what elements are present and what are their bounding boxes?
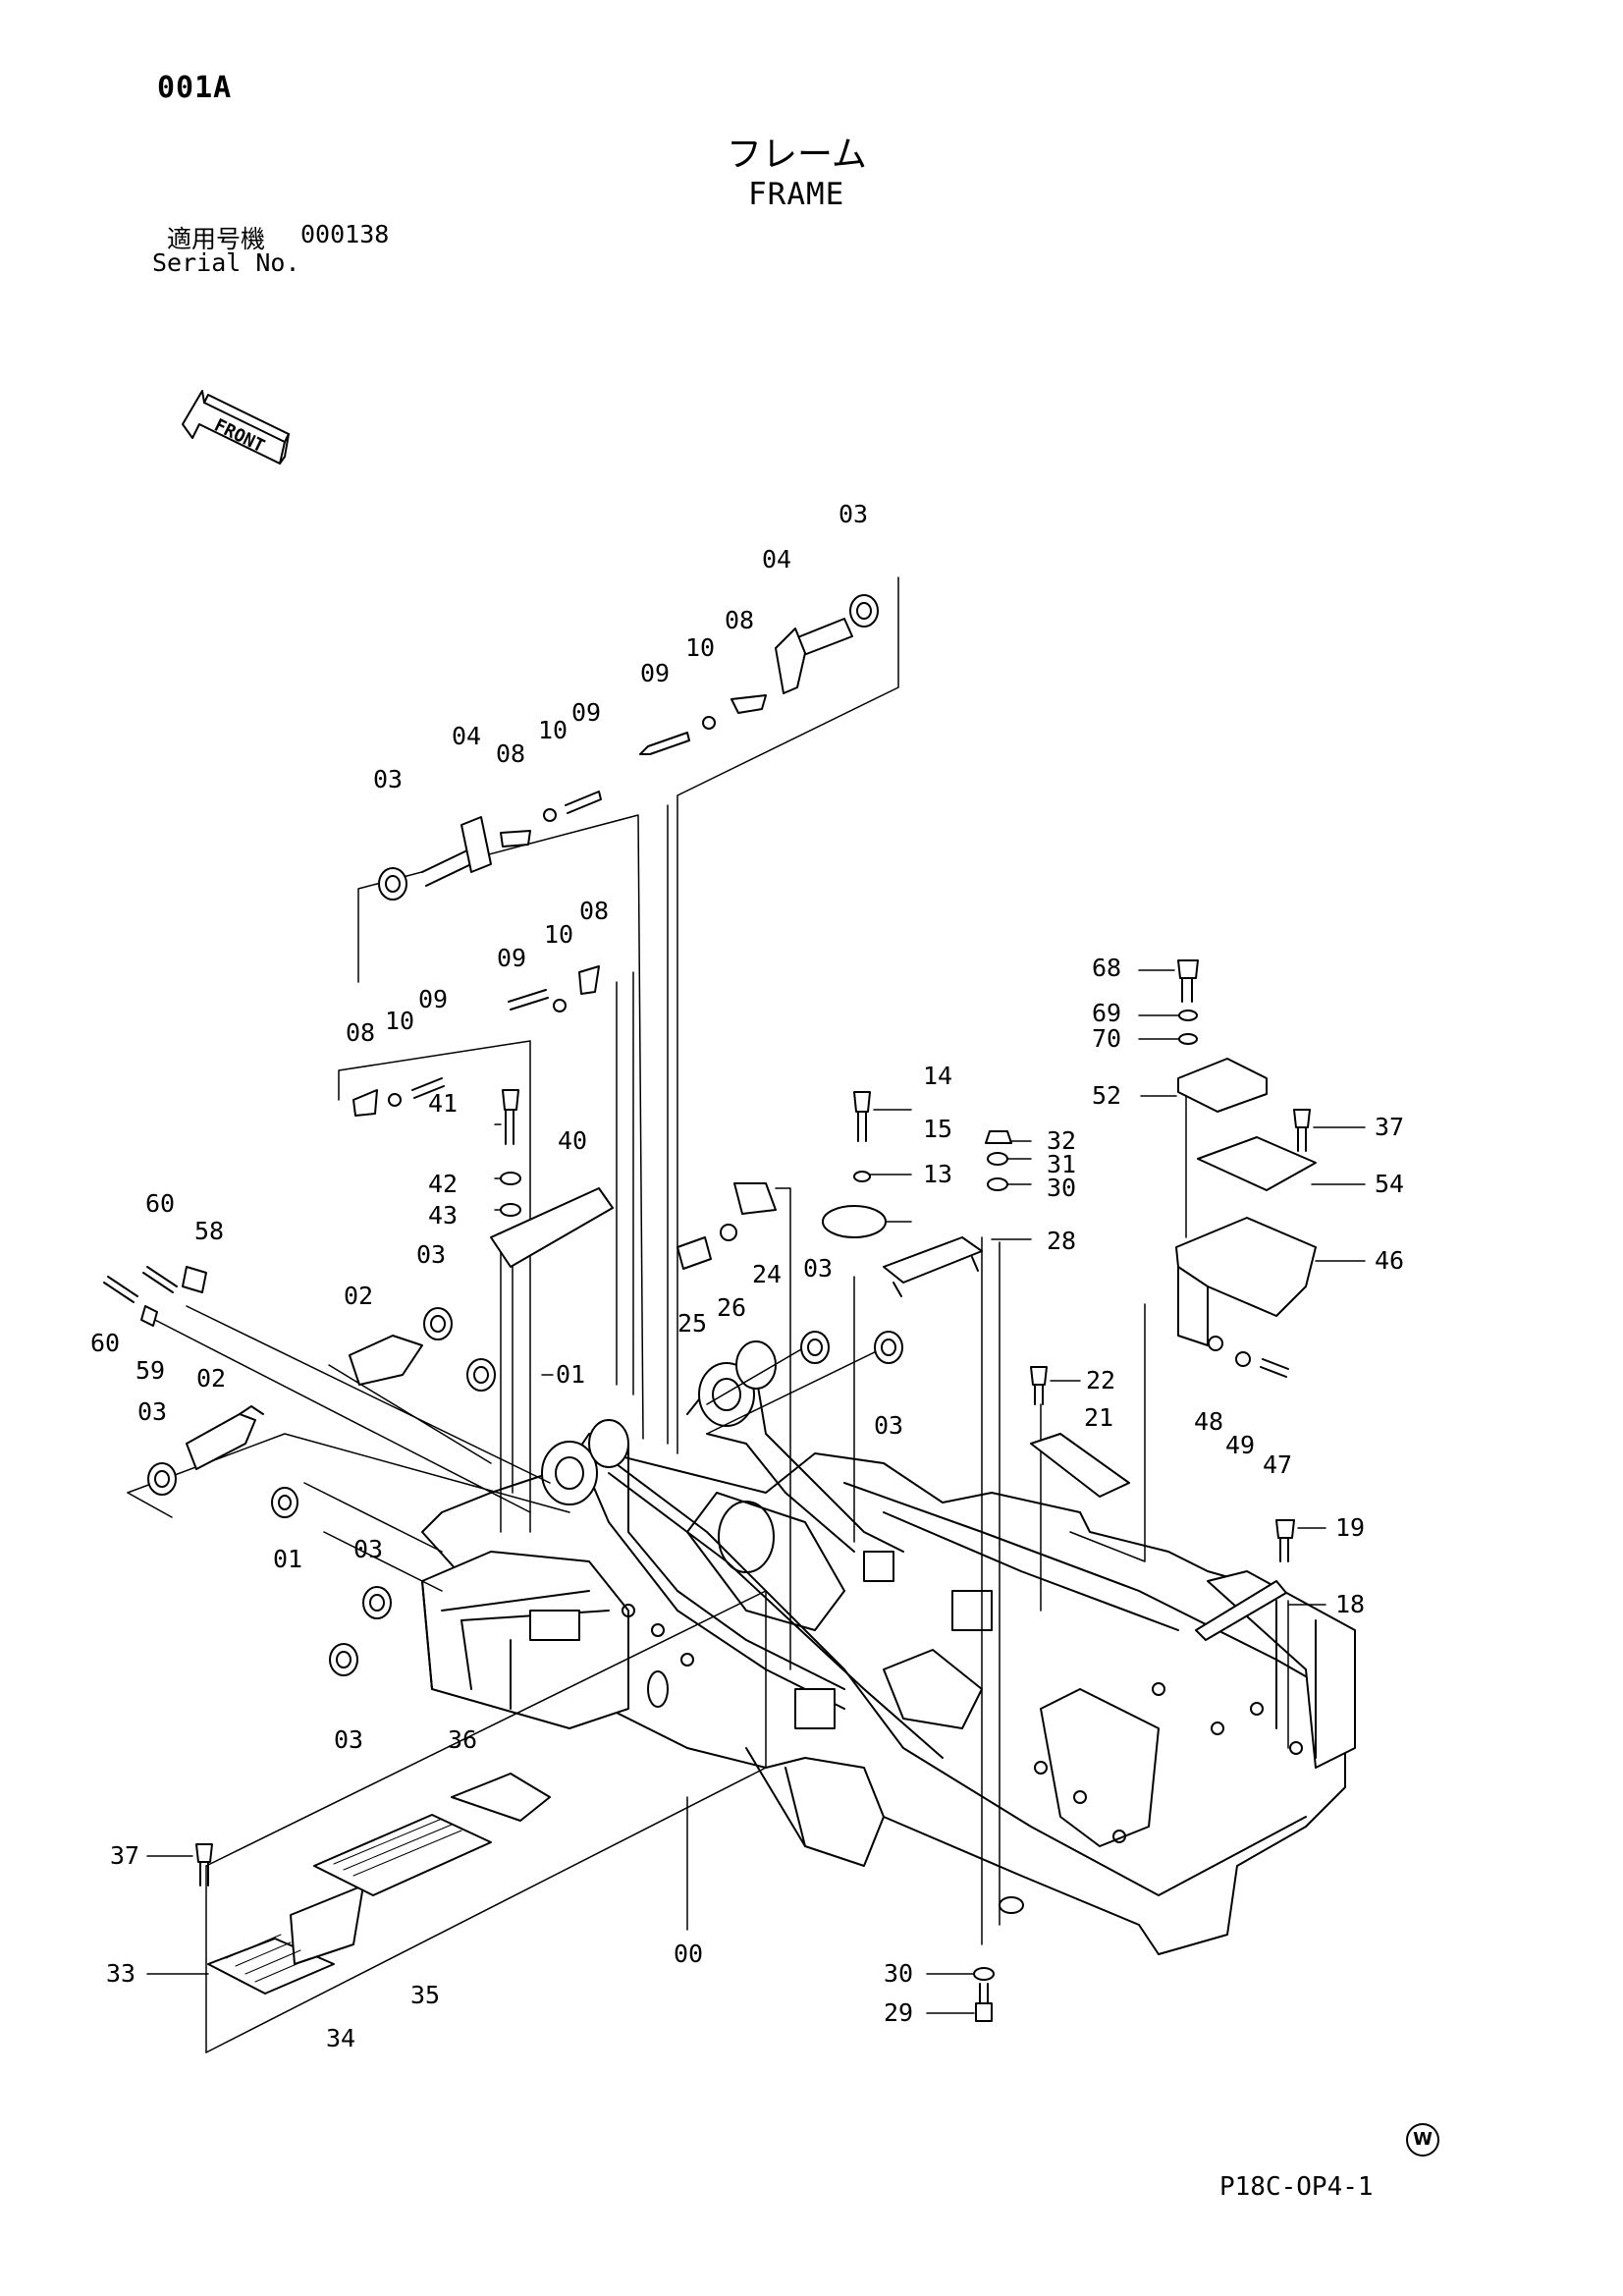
callout-37: 37 [110,1841,139,1870]
callout-68: 68 [1092,954,1121,982]
callout-36: 36 [448,1725,477,1754]
callout-52: 52 [1092,1081,1121,1110]
callout-31: 31 [1047,1150,1076,1178]
callout-18: 18 [1335,1590,1365,1618]
callout-33: 33 [106,1959,135,1988]
callout-13: 13 [923,1160,952,1188]
callout-21: 21 [1084,1403,1113,1432]
callout-08: 08 [579,897,609,925]
callout-29: 29 [884,1998,913,2027]
callout-04: 04 [452,722,481,750]
callout-70: 70 [1092,1024,1121,1053]
page-code: 001A [157,71,233,105]
callout-49: 49 [1225,1431,1255,1459]
callout-01: 01 [556,1360,585,1389]
callout-60: 60 [90,1329,120,1357]
part-sketches [103,594,1317,2022]
callout-42: 42 [428,1170,458,1198]
front-arrow: FRONT [182,390,290,465]
callout-10: 10 [385,1007,414,1035]
callout-32: 32 [1047,1126,1076,1155]
callout-24: 24 [752,1260,782,1288]
serial-label-english: Serial No. [152,248,300,277]
callout-04: 04 [762,545,791,574]
callout-08: 08 [346,1018,375,1047]
callout-40: 40 [558,1126,587,1155]
serial-number-value: 000138 [300,220,390,248]
callout-03: 03 [839,500,868,528]
callout-10: 10 [544,920,573,949]
callout-03: 03 [353,1535,383,1563]
callout-labels: 03 04 08 10 09 09 10 08 04 03 09 10 08 0… [90,500,1404,2052]
callout-03: 03 [137,1397,167,1426]
callout-30: 30 [884,1959,913,1988]
callout-46: 46 [1375,1246,1404,1275]
watermark-symbol: W [1406,2123,1439,2157]
leader-lines [146,969,1366,2014]
title-english: FRAME [748,177,845,212]
callout-15: 15 [923,1115,952,1143]
callout-54: 54 [1375,1170,1404,1198]
callout-03: 03 [334,1725,363,1754]
callout-30: 30 [1047,1174,1076,1202]
callout-10: 10 [685,633,715,662]
callout-60: 60 [145,1189,175,1218]
connection-lines [127,576,1289,2053]
callout-43: 43 [428,1201,458,1230]
callout-08: 08 [496,739,525,768]
callout-47: 47 [1263,1450,1292,1479]
callout-37: 37 [1375,1113,1404,1141]
callout-35: 35 [410,1981,440,2009]
callout-58: 58 [194,1217,224,1245]
callout-59: 59 [135,1356,165,1385]
callout-14: 14 [923,1062,952,1090]
callout-09: 09 [497,944,526,972]
callout-02: 02 [344,1282,373,1310]
callout-03: 03 [373,765,403,793]
serial-label-japanese: 適用号機 [167,225,266,253]
callout-26: 26 [717,1293,746,1322]
callout-22: 22 [1086,1366,1115,1394]
callout-10: 10 [538,716,568,744]
callout-09: 09 [418,985,448,1013]
callout-48: 48 [1194,1407,1223,1436]
callout-03: 03 [803,1254,833,1283]
drawing-number: P18C-OP4-1 [1219,2172,1374,2202]
callout-41: 41 [428,1089,458,1118]
callout-01: 01 [273,1545,302,1573]
callout-69: 69 [1092,999,1121,1027]
callout-08: 08 [725,606,754,634]
title-japanese: フレーム [727,135,867,175]
callout-25: 25 [677,1309,707,1338]
callout-09: 09 [571,698,601,727]
callout-02: 02 [196,1364,226,1393]
callout-00: 00 [674,1940,703,1968]
callout-19: 19 [1335,1513,1365,1542]
callout-28: 28 [1047,1227,1076,1255]
callout-09: 09 [640,659,670,687]
callout-03: 03 [874,1411,903,1440]
callout-34: 34 [326,2024,355,2052]
callout-03: 03 [416,1240,446,1269]
